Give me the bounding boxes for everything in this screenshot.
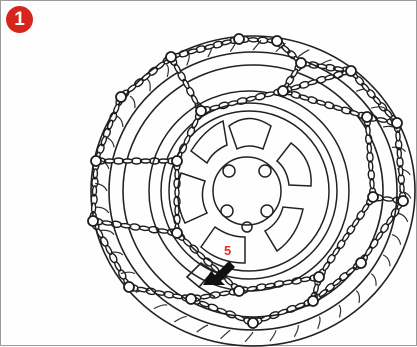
callout-label: 5 [224, 244, 231, 258]
tire [91, 36, 415, 346]
